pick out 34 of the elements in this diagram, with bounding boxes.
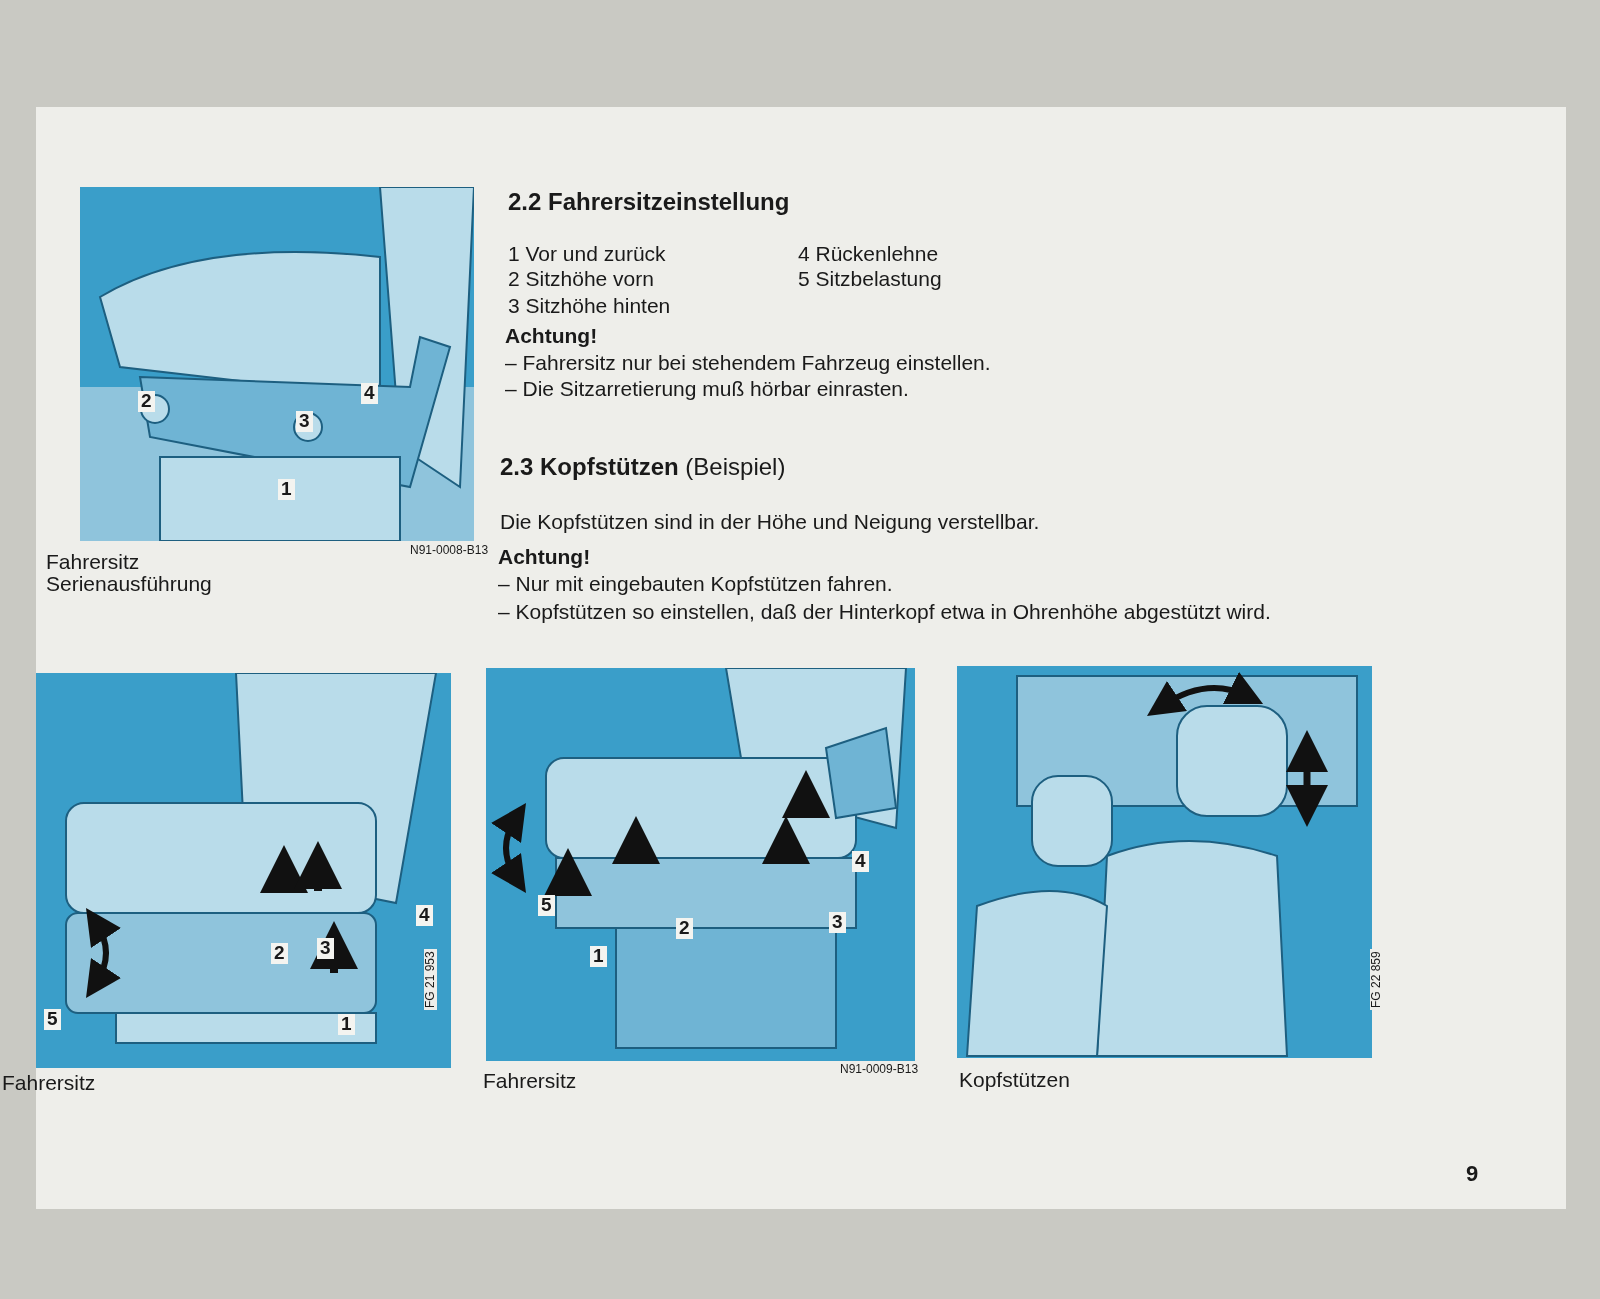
callout-number: 2 [271, 943, 288, 964]
warning-text: – Die Sitzarretierung muß hörbar einrasten. [505, 377, 909, 401]
warning-text: – Nur mit eingebauten Kopfstützen fahren. [498, 572, 893, 596]
list-item: 2 Sitzhöhe vorn [508, 267, 654, 291]
callout-number: 4 [852, 851, 869, 872]
callout-number: 4 [416, 905, 433, 926]
callout-number: 2 [138, 391, 155, 412]
figure-caption: Fahrersitz [483, 1069, 577, 1093]
list-item: 3 Sitzhöhe hinten [508, 294, 671, 318]
callout-number: 4 [361, 383, 378, 404]
warning-text: – Fahrersitz nur bei stehendem Fahrzeug einstellen. [505, 351, 991, 375]
callout-number: 1 [590, 946, 607, 967]
callout-number: 5 [538, 895, 555, 916]
callout-number: 2 [676, 918, 693, 939]
figure-caption: Fahrersitz [2, 1071, 96, 1095]
callout-number: 3 [829, 912, 846, 933]
warning-heading: Achtung! [498, 545, 591, 569]
list-item: 1 Vor und zurück [508, 242, 666, 266]
section-heading: 2.3 Kopfstützen (Beispiel) [500, 454, 786, 481]
list-item: 4 Rückenlehne [798, 242, 939, 266]
callout-number: 1 [278, 479, 295, 500]
callout-number: 3 [317, 938, 334, 959]
warning-text: – Kopfstützen so einstellen, daß der Hinterkopf etwa in Ohrenhöhe abgestützt wird. [498, 600, 1271, 624]
callout-number: 5 [44, 1009, 61, 1030]
figure-code: FG 21 953 [424, 949, 438, 1010]
body-text: Die Kopfstützen sind in der Höhe und Neigung verstellbar. [500, 510, 1040, 534]
page-number: 9 [1466, 1162, 1479, 1187]
list-item: 5 Sitzbelastung [798, 267, 942, 291]
figure-caption: Kopfstützen [959, 1068, 1070, 1092]
section-heading: 2.2 Fahrersitzeinstellung [508, 189, 790, 216]
callout-number: 3 [296, 411, 313, 432]
callout-number: 1 [338, 1014, 355, 1035]
warning-heading: Achtung! [505, 324, 598, 348]
figure-caption: Fahrersitz Serienausführung [46, 551, 213, 596]
